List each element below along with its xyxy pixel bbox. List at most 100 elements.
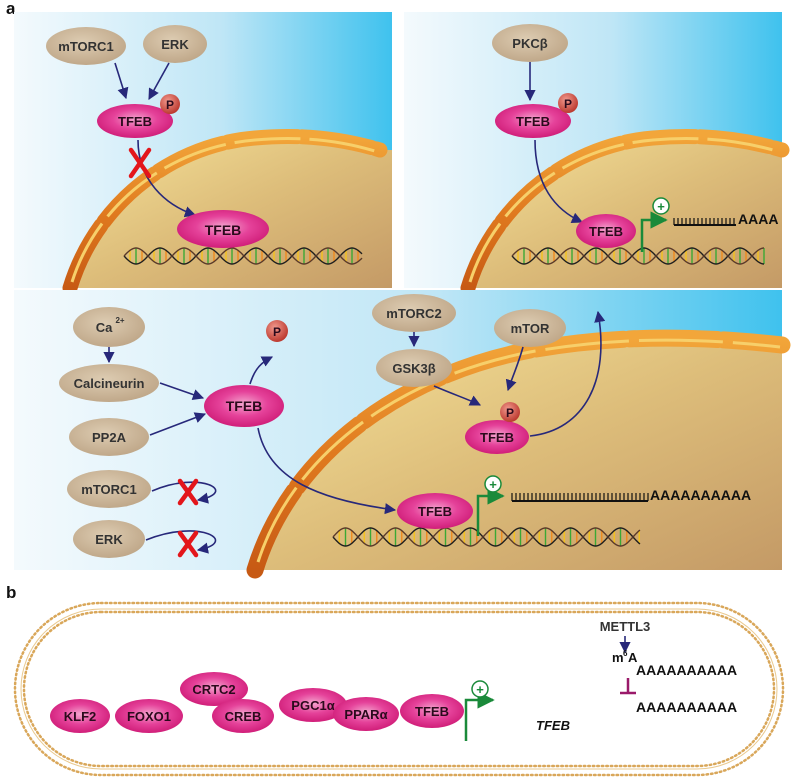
mtorc1-label: mTORC1 bbox=[81, 482, 136, 497]
crtc2-label: CRTC2 bbox=[192, 682, 235, 697]
ppara-node: PPARα bbox=[333, 697, 399, 731]
calcineurin-node: Calcineurin bbox=[59, 364, 159, 402]
transcription-start-arrow bbox=[640, 211, 668, 252]
panel-a-top-right bbox=[404, 12, 790, 296]
tfeb-node: TFEB bbox=[495, 104, 571, 138]
mtorc1-node: mTORC1 bbox=[46, 27, 126, 65]
mrna-transcript bbox=[673, 218, 736, 226]
erk-node: ERK bbox=[73, 520, 145, 558]
dephosphorylation-arrow bbox=[249, 356, 274, 385]
calcium-label: Ca bbox=[96, 320, 113, 335]
blocked-loop-arrow bbox=[151, 481, 217, 504]
nuclear-export-arrow bbox=[529, 310, 606, 437]
tfeb-label: TFEB bbox=[205, 222, 242, 238]
translocation-arrow bbox=[534, 139, 584, 224]
tfeb-node: TFEB bbox=[204, 385, 284, 427]
creb-node: CREB bbox=[212, 699, 274, 733]
mrna-transcript bbox=[511, 493, 649, 502]
m6a-a-label: A bbox=[628, 650, 638, 665]
foxo1-node: FOXO1 bbox=[115, 699, 183, 733]
tfeb-label: TFEB bbox=[226, 398, 263, 414]
tfeb-label: TFEB bbox=[516, 114, 550, 129]
nuclear-import-arrow bbox=[257, 427, 397, 515]
dna-helix bbox=[511, 247, 765, 265]
inhibition-x-icon bbox=[128, 147, 152, 179]
calcium-node: Ca 2+ bbox=[73, 307, 145, 347]
activation-arrow bbox=[114, 62, 129, 100]
klf2-node: KLF2 bbox=[50, 699, 110, 733]
tfeb-node: TFEB bbox=[97, 104, 173, 138]
gsk3b-node: GSK3β bbox=[376, 349, 452, 387]
poly-a-tail: AAAA bbox=[738, 211, 778, 227]
mtorc2-label: mTORC2 bbox=[386, 306, 441, 321]
activation-plus-icon: + bbox=[484, 475, 502, 493]
poly-a-tail: AAAAAAAAAA bbox=[650, 487, 751, 503]
pp2a-label: PP2A bbox=[92, 430, 127, 445]
calcium-charge-label: 2+ bbox=[115, 316, 124, 325]
inhibition-x-icon bbox=[177, 478, 199, 506]
erk-node: ERK bbox=[143, 25, 207, 63]
pgc1a-node: PGC1α bbox=[279, 688, 347, 722]
klf2-label: KLF2 bbox=[64, 709, 97, 724]
plus-label: + bbox=[476, 682, 484, 697]
ppara-label: PPARα bbox=[344, 707, 387, 722]
dna-strand bbox=[123, 247, 363, 265]
panel-b-letter: b bbox=[6, 583, 16, 602]
tfeb-label: TFEB bbox=[118, 114, 152, 129]
m6a-m-label: m bbox=[612, 650, 624, 665]
phosphate-label: P bbox=[273, 325, 281, 339]
mtorc1-label: mTORC1 bbox=[58, 39, 113, 54]
foxo1-label: FOXO1 bbox=[127, 709, 171, 724]
pp2a-node: PP2A bbox=[69, 418, 149, 456]
tfeb-node: TFEB bbox=[465, 420, 529, 454]
inhibition-bar-icon bbox=[620, 678, 636, 695]
inhibition-x-icon bbox=[177, 530, 199, 558]
gsk3b-label: GSK3β bbox=[392, 361, 435, 376]
phosphate-node: P bbox=[500, 402, 520, 422]
phosphate-node: P bbox=[558, 93, 578, 113]
tfeb-node: TFEB bbox=[397, 493, 473, 529]
mtorc2-node: mTORC2 bbox=[372, 294, 456, 332]
phosphorylation-arrow bbox=[433, 385, 482, 406]
crtc2-node: CRTC2 bbox=[180, 672, 248, 706]
phosphorylation-arrow bbox=[505, 346, 524, 392]
mtor-label: mTOR bbox=[511, 321, 550, 336]
phosphate-node: P bbox=[160, 94, 180, 114]
tfeb-label: TFEB bbox=[480, 430, 514, 445]
plus-label: + bbox=[657, 199, 665, 214]
dna-strand bbox=[123, 247, 363, 265]
transcription-start-arrow bbox=[476, 487, 505, 536]
poly-a-tail: AAAAAAAAAA bbox=[636, 662, 737, 678]
mtor-node: mTOR bbox=[494, 309, 566, 347]
m6a-superscript: 6 bbox=[623, 649, 628, 658]
phosphate-label: P bbox=[506, 406, 514, 420]
pkcb-label: PKCβ bbox=[512, 36, 547, 51]
nuclear-envelope bbox=[246, 329, 791, 579]
phosphate-label: P bbox=[564, 97, 572, 111]
mtorc1-node: mTORC1 bbox=[67, 470, 151, 508]
plus-label: + bbox=[489, 477, 497, 492]
mettl3-label: METTL3 bbox=[600, 619, 651, 634]
tfeb-label: TFEB bbox=[415, 704, 449, 719]
creb-label: CREB bbox=[225, 709, 262, 724]
dna-helix bbox=[332, 527, 641, 547]
activation-plus-icon: + bbox=[652, 197, 670, 215]
transcription-start-arrow bbox=[464, 691, 495, 741]
erk-label: ERK bbox=[161, 37, 189, 52]
cell-membrane bbox=[13, 601, 785, 777]
pgc1a-label: PGC1α bbox=[291, 698, 334, 713]
pkcb-node: PKCβ bbox=[492, 24, 568, 62]
calcineurin-label: Calcineurin bbox=[74, 376, 145, 391]
dna-strand bbox=[332, 527, 641, 547]
dna-helix bbox=[123, 247, 363, 265]
dna-strand bbox=[332, 527, 641, 547]
poly-a-tail: AAAAAAAAAA bbox=[636, 699, 737, 715]
panel-a-letter: a bbox=[6, 0, 16, 18]
activation-plus-icon: + bbox=[471, 680, 489, 698]
phosphate-node: P bbox=[266, 320, 288, 342]
activation-arrow bbox=[148, 62, 170, 100]
tfeb-node: TFEB bbox=[400, 694, 464, 728]
tfeb-node: TFEB bbox=[177, 210, 269, 248]
translocation-arrow bbox=[137, 139, 197, 218]
nucleus bbox=[468, 136, 782, 288]
